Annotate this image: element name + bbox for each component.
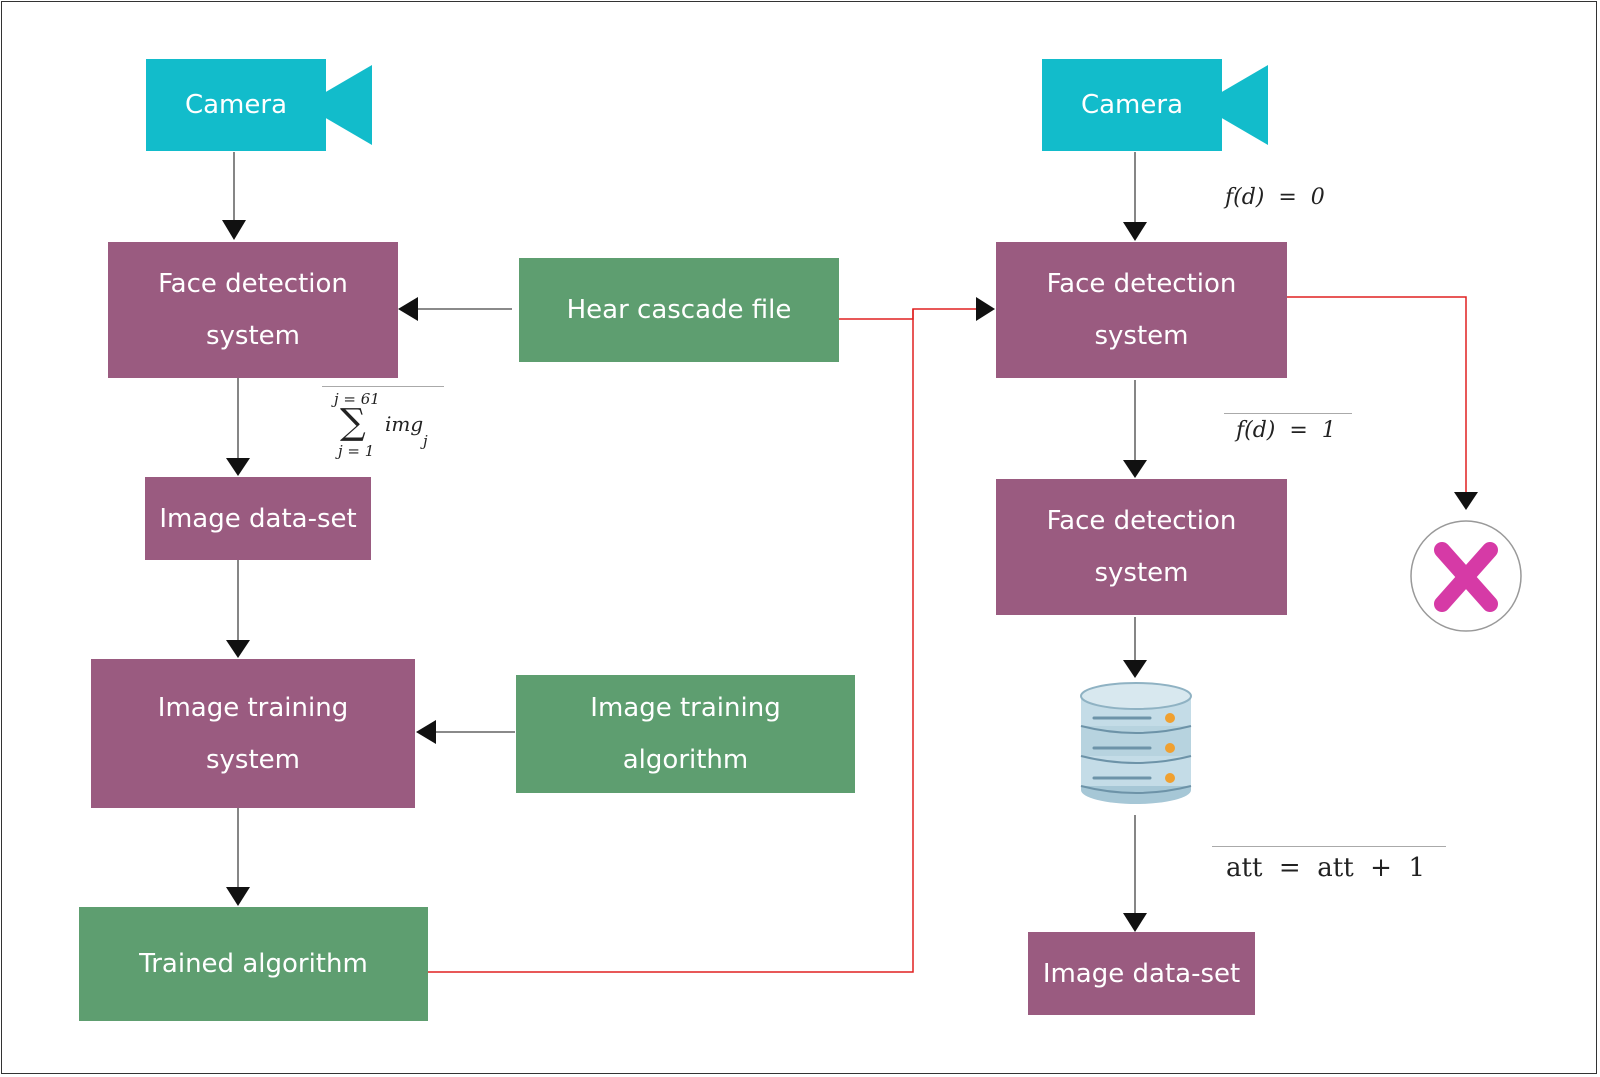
condition-zero: f(d) = 0: [1225, 185, 1325, 210]
face-detection-box-left: Face detection system: [108, 242, 398, 378]
connector-face-detection-to-reject: [1287, 296, 1478, 510]
camera-label-left: Camera: [184, 90, 288, 120]
training-algorithm-label: Image training algorithm: [590, 693, 781, 775]
face-detection-box-right-1: Face detection system: [996, 242, 1287, 378]
camera-box-left: Camera: [146, 59, 326, 151]
condition-one: f(d) = 1: [1236, 418, 1336, 443]
image-dataset-label-left: Image data-set: [159, 503, 357, 534]
trained-algorithm-label: Trained algorithm: [139, 949, 368, 979]
arrow-face-detection-2-to-database: [1123, 617, 1147, 678]
arrow-face-detection-1-to-2-right: [1123, 380, 1147, 478]
training-algorithm-box: Image training algorithm: [516, 675, 855, 793]
camera-label-right: Camera: [1080, 90, 1184, 120]
image-dataset-label-right: Image data-set: [1042, 958, 1241, 989]
condition-one-overline: [1224, 413, 1352, 414]
arrow-haar-to-face-detection: [398, 297, 512, 321]
training-system-box: Image training system: [91, 659, 415, 808]
image-dataset-box-left: Image data-set: [145, 477, 371, 560]
camera-box-right: Camera: [1042, 59, 1222, 151]
sum-formula: j = 61 ∑ img j j = 1: [330, 390, 450, 462]
trained-algorithm-box: Trained algorithm: [79, 907, 428, 1021]
database-icon: [1080, 682, 1192, 804]
arrow-dataset-to-training-left: [226, 560, 250, 658]
arrow-database-to-dataset-right: [1123, 815, 1147, 932]
image-dataset-box-right: Image data-set: [1028, 932, 1255, 1015]
camera-lens-icon-left: [324, 65, 372, 145]
reject-x-icon: [1410, 520, 1522, 632]
counter-update-overline: [1212, 846, 1446, 847]
arrow-camera-to-face-detection-left: [222, 152, 246, 240]
sum-formula-subscript: j: [423, 432, 428, 450]
sum-formula-sigma: ∑: [340, 402, 366, 443]
sum-formula-lower: j = 1: [338, 442, 375, 460]
sum-formula-body: img: [385, 412, 424, 436]
face-detection-box-right-2: Face detection system: [996, 479, 1287, 615]
sum-formula-upper: j = 61: [334, 390, 380, 408]
training-system-label: Image training system: [157, 692, 349, 775]
haar-cascade-box: Hear cascade file: [519, 258, 839, 362]
connector-trained-to-right-face-detection: [427, 297, 995, 973]
arrow-training-to-trained-left: [226, 808, 250, 906]
arrow-camera-to-face-detection-right: [1123, 152, 1147, 241]
haar-cascade-label: Hear cascade file: [566, 295, 792, 325]
face-detection-label-right-2: Face detection system: [1046, 506, 1237, 588]
face-detection-label-right-1: Face detection system: [1046, 269, 1237, 351]
arrow-face-detection-to-dataset-left: [226, 377, 250, 476]
face-detection-label-left: Face detection system: [158, 269, 348, 351]
sum-formula-overline: [322, 386, 444, 387]
counter-update: att = att + 1: [1226, 853, 1426, 883]
arrow-algorithm-to-training: [416, 720, 515, 744]
connector-haar-to-right-face-detection: [838, 308, 976, 320]
camera-lens-icon-right: [1220, 65, 1268, 145]
